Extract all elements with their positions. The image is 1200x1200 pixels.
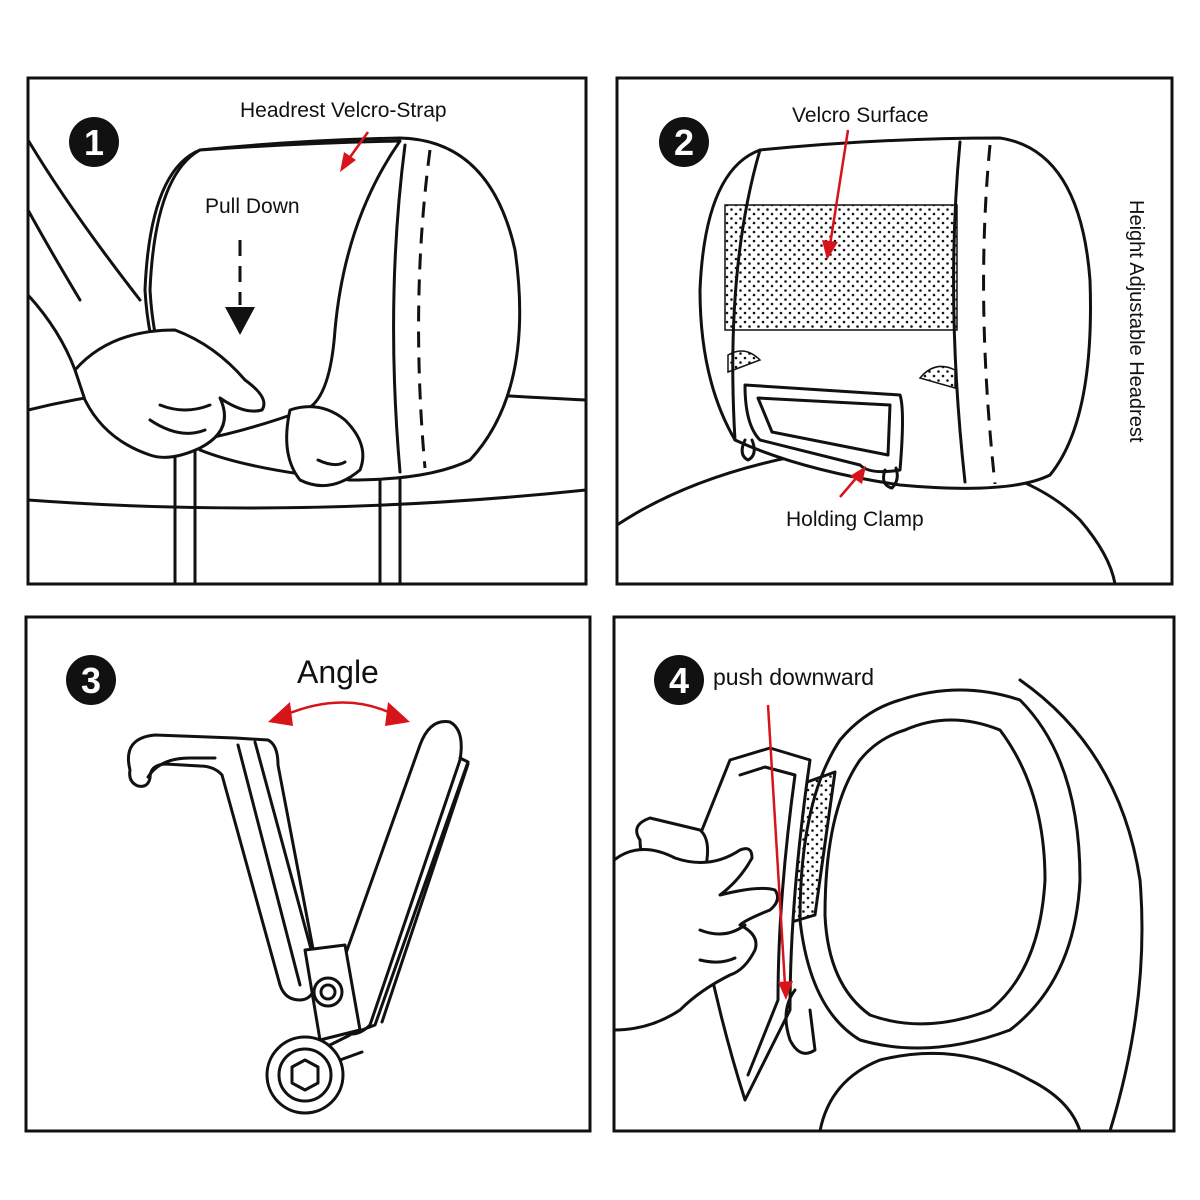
panel-3: 3 Angle bbox=[24, 615, 592, 1133]
step-badge-4 bbox=[654, 655, 704, 705]
label-angle: Angle bbox=[297, 654, 379, 690]
velcro-arrow bbox=[828, 129, 850, 246]
seat-back-4 bbox=[1018, 678, 1144, 1131]
hex-socket-icon bbox=[290, 1058, 320, 1092]
panel-2: 2 Velcro Surface Holding Clamp bbox=[615, 76, 1174, 586]
step-number-1: 1 bbox=[84, 122, 104, 163]
label-pull-down: Pull Down bbox=[205, 195, 300, 218]
step-number-2: 2 bbox=[674, 122, 694, 163]
clamp-arrow bbox=[839, 475, 859, 498]
headrest-post bbox=[173, 438, 402, 584]
step-number-4: 4 bbox=[669, 660, 689, 701]
angle-arrow bbox=[284, 701, 396, 717]
step-number-3: 3 bbox=[81, 660, 101, 701]
strap-arrow bbox=[346, 131, 370, 161]
stitching bbox=[417, 149, 432, 469]
panel-1: 1 Headrest Velcro-Strap Pull Down bbox=[26, 76, 588, 586]
push-arrow bbox=[766, 704, 787, 986]
step-badge-3 bbox=[66, 655, 116, 705]
hand bbox=[73, 328, 266, 459]
headrest-4 bbox=[798, 688, 1082, 1050]
step-badge-1 bbox=[69, 117, 119, 167]
velcro-surface bbox=[724, 204, 958, 331]
label-velcro-surface: Velcro Surface bbox=[792, 104, 929, 127]
label-push-downward: push downward bbox=[713, 664, 874, 690]
hand-4 bbox=[614, 847, 780, 1032]
label-velcro-strap: Headrest Velcro-Strap bbox=[240, 99, 447, 122]
panel-4: 4 push downward bbox=[612, 615, 1176, 1133]
label-holding-clamp: Holding Clamp bbox=[786, 508, 924, 531]
arm bbox=[28, 138, 142, 372]
step-badge-2 bbox=[659, 117, 709, 167]
pull-down-arrowhead bbox=[225, 307, 255, 335]
label-height-adjustable: Height Adjustable Headrest bbox=[1125, 200, 1147, 443]
